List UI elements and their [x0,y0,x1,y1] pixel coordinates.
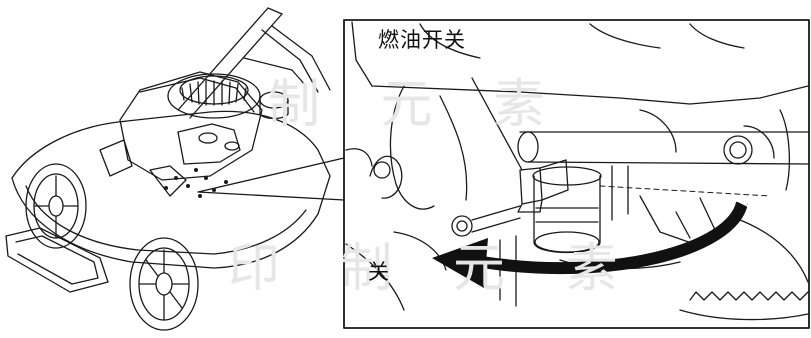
off-position-label: 关 [368,260,389,284]
lawn-mower-illustration [5,7,345,331]
off-direction-arrow [432,198,751,288]
watermark-line-1: 制 元 素 [268,75,568,135]
watermark-line-2: 印 制 元 素 [228,239,640,299]
detail-callout-box [343,19,810,329]
fuel-valve-label: 燃油开关 [378,28,466,52]
